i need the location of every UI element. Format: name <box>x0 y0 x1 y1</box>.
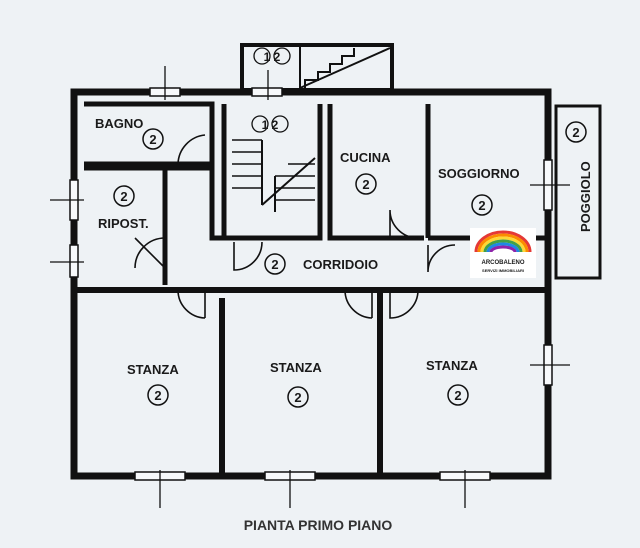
room-stanza-3: STANZA 2 <box>426 358 478 406</box>
label-soggiorno: SOGGIORNO <box>438 166 520 181</box>
logo-text: ARCOBALENO <box>482 260 525 266</box>
outer-walls <box>70 88 552 480</box>
svg-text:1 2: 1 2 <box>262 118 279 132</box>
window-markers <box>50 66 570 508</box>
label-stanza-2: STANZA <box>270 360 322 375</box>
label-stanza-3: STANZA <box>426 358 478 373</box>
room-stanza-1: STANZA 2 <box>127 362 179 406</box>
interior-stairs <box>232 139 316 212</box>
room-stairs: 1 2 <box>251 115 289 133</box>
label-bagno: BAGNO <box>95 116 143 131</box>
svg-text:2: 2 <box>572 125 579 140</box>
room-stanza-2: STANZA 2 <box>270 360 322 408</box>
svg-text:2: 2 <box>154 388 161 403</box>
svg-text:2: 2 <box>362 177 369 192</box>
room-poggiolo: 2 POGGIOLO <box>565 121 593 232</box>
room-top-stair: 1 2 <box>253 47 291 65</box>
svg-text:2: 2 <box>294 390 301 405</box>
svg-text:2: 2 <box>478 198 485 213</box>
label-stanza-1: STANZA <box>127 362 179 377</box>
room-ripost: 2 RIPOST. <box>98 185 149 231</box>
label-corridoio: CORRIDOIO <box>303 257 378 272</box>
svg-text:2: 2 <box>271 257 278 272</box>
svg-text:2: 2 <box>149 132 156 147</box>
plan-caption: PIANTA PRIMO PIANO <box>244 517 393 533</box>
poggiolo-balcony <box>554 104 602 280</box>
svg-text:2: 2 <box>120 189 127 204</box>
label-ripost: RIPOST. <box>98 216 149 231</box>
label-cucina: CUCINA <box>340 150 391 165</box>
label-poggiolo: POGGIOLO <box>578 161 593 232</box>
svg-text:2: 2 <box>454 388 461 403</box>
room-bagno: BAGNO 2 <box>95 116 164 150</box>
doors <box>134 134 456 319</box>
room-soggiorno: SOGGIORNO 2 <box>438 166 520 216</box>
logo-subtext: SERVIZI IMMOBILIARI <box>482 268 524 273</box>
svg-text:1 2: 1 2 <box>264 50 281 64</box>
arcobaleno-logo: ARCOBALENO SERVIZI IMMOBILIARI <box>470 228 536 278</box>
room-corridoio: 2 CORRIDOIO <box>264 253 378 275</box>
room-cucina: CUCINA 2 <box>340 150 391 195</box>
